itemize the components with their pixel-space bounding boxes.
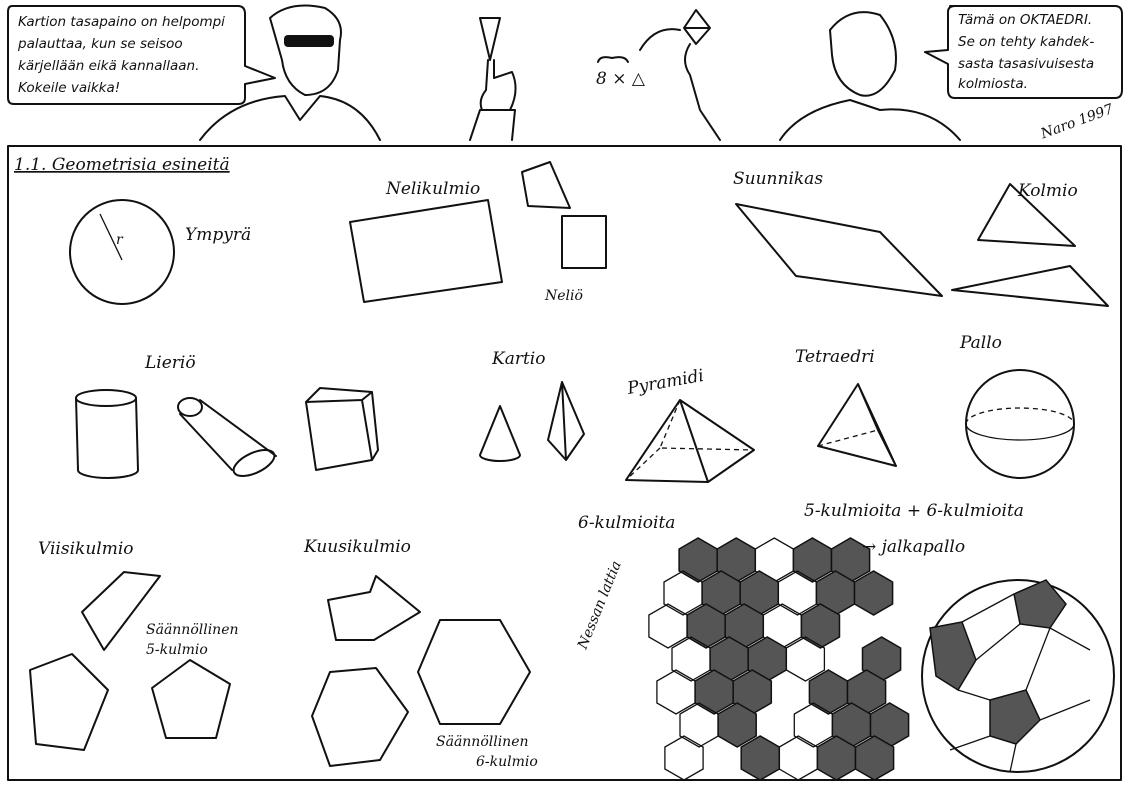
- hexagon-shape: [311, 667, 409, 767]
- hexagon-tiling: [648, 537, 910, 781]
- football-label: → jalkapallo: [862, 537, 965, 557]
- speech-line: sasta tasasivuisesta: [958, 56, 1094, 72]
- speech-line: Se on tehty kahdek-: [958, 34, 1094, 50]
- hexagon-tile: [678, 537, 718, 583]
- speech-bubble-left: Kartion tasapaino on helpompi palauttaa,…: [7, 5, 276, 105]
- hexagons-label: 6-kulmioita: [578, 513, 675, 533]
- hexagon-tile: [740, 735, 781, 781]
- hexagon-tile: [800, 603, 841, 649]
- floor-label: Nessan lattia: [574, 559, 624, 653]
- quadrilateral-shape: [349, 199, 503, 303]
- man-with-sunglasses: [199, 4, 381, 141]
- hand-balancing-cone: [469, 17, 517, 141]
- football-formula: 5-kulmioita + 6-kulmioita: [804, 501, 1024, 521]
- octahedron-note-text: 8 × △: [596, 69, 646, 89]
- regular-pentagon-label: Säännöllinen: [146, 622, 239, 638]
- tetrahedron-shape: [817, 383, 897, 467]
- hexagon-tile: [808, 669, 849, 715]
- triangle-label: Kolmio: [1017, 181, 1078, 201]
- woman-figure: [779, 11, 961, 141]
- sphere-label: Pallo: [959, 333, 1002, 353]
- hexagon-tile: [792, 537, 833, 583]
- speech-line: kolmiosta.: [958, 76, 1028, 92]
- pentagon-shape: [29, 653, 109, 751]
- pentagon-label: Viisikulmio: [38, 539, 134, 559]
- circle-label: Ympyrä: [185, 225, 251, 245]
- speech-line: palauttaa, kun se seisoo: [17, 36, 183, 52]
- hexagon-label: Kuusikulmio: [303, 537, 411, 557]
- hexagon-tile: [785, 636, 826, 682]
- hexagon-tile: [656, 669, 696, 715]
- speech-bubble-right: Tämä on OKTAEDRI. Se on tehty kahdek- sa…: [924, 5, 1123, 99]
- regular-pentagon-shape: [151, 659, 231, 739]
- speech-line: kärjellään eikä kannallaan.: [18, 58, 199, 74]
- square-label: Neliö: [544, 288, 583, 304]
- cylinder-shapes: [75, 387, 379, 479]
- hexagon-tile: [853, 570, 894, 616]
- signature: Naro 1997: [1038, 101, 1116, 142]
- section-title: 1.1. Geometrisia esineitä: [14, 155, 230, 175]
- parallelogram-label: Suunnikas: [733, 169, 823, 189]
- parallelogram-shape: [735, 203, 943, 297]
- octahedron-note: 8 × △: [596, 9, 721, 141]
- tetrahedron-label: Tetraedri: [795, 347, 875, 367]
- main-board: [7, 145, 1122, 781]
- regular-hexagon-shape: [417, 619, 531, 725]
- square-shape: [561, 215, 607, 269]
- football-shape: [921, 579, 1115, 773]
- pyramid-shape: [625, 399, 755, 483]
- hexagon-tile: [854, 735, 895, 781]
- hexagon-tile: [648, 603, 688, 649]
- sphere-shape: [965, 369, 1075, 479]
- regular-pentagon-label: 5-kulmio: [146, 642, 208, 658]
- cylinder-label: Lieriö: [144, 353, 196, 373]
- quadrilateral-label: Nelikulmio: [385, 179, 480, 199]
- regular-hexagon-label: Säännöllinen: [436, 734, 529, 750]
- pyramid-label: Pyramidi: [625, 366, 705, 399]
- speech-line: Kokeile vaikka!: [18, 80, 120, 96]
- cone-shape: [479, 405, 521, 462]
- circle-shape: [69, 199, 175, 305]
- hexagon-tile: [717, 702, 757, 748]
- cone-label: Kartio: [491, 349, 545, 369]
- speech-line: Kartion tasapaino on helpompi: [18, 14, 225, 30]
- radius-label: r: [116, 232, 124, 248]
- triangle-shape: [977, 183, 1076, 247]
- hexagon-tile: [778, 735, 819, 781]
- speech-line: Tämä on OKTAEDRI.: [958, 12, 1092, 28]
- regular-hexagon-label: 6-kulmio: [476, 754, 538, 770]
- hexagon-tile: [664, 735, 704, 781]
